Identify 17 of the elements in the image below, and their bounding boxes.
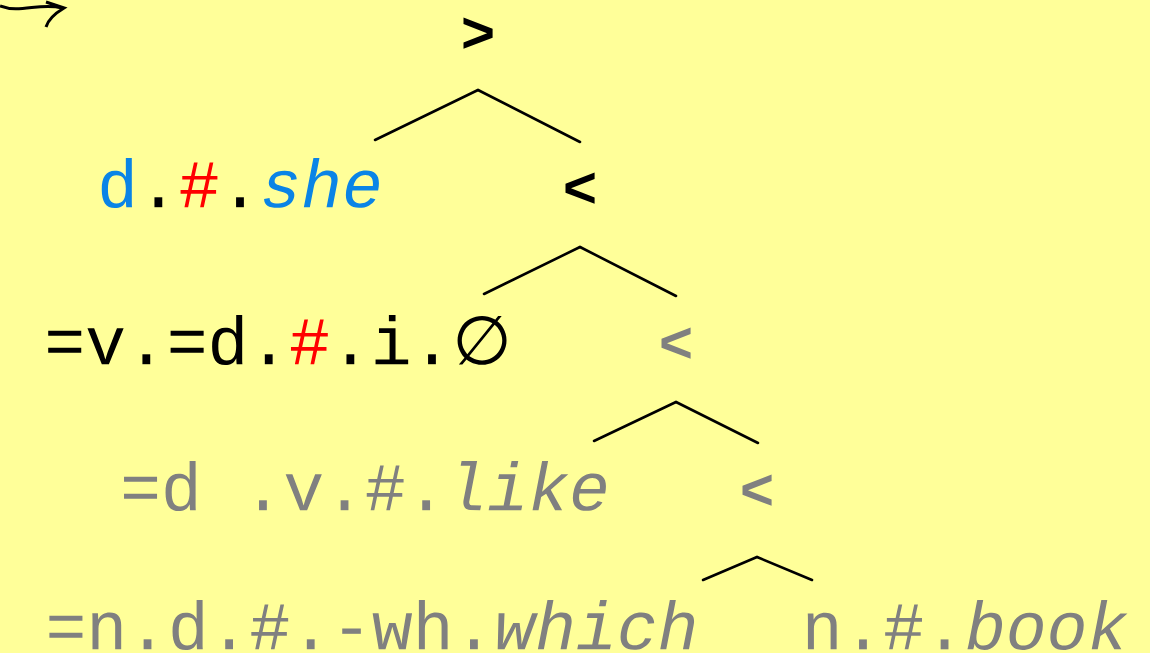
tree-branch (755, 555, 814, 582)
tree-branch (373, 88, 480, 142)
feature-label: =n.d.#.-wh.which (49, 599, 695, 651)
tree-branch (592, 400, 678, 443)
feature-label: n.#.book (807, 600, 1128, 650)
tree-branch (701, 555, 759, 582)
feature-label: =v.=d. # .i. ∅ (48, 314, 507, 366)
feature-label: =d .v.#.like (124, 460, 606, 512)
operator-label: > (463, 17, 493, 49)
operator-label: < (565, 172, 595, 204)
tree-branch (578, 245, 678, 298)
feature-label: d . # . she (101, 157, 379, 209)
operator-label: < (661, 327, 691, 359)
tree-branch (476, 88, 582, 144)
operator-label: < (742, 474, 772, 506)
tree-branch (482, 245, 582, 296)
tree-branch (674, 400, 760, 445)
